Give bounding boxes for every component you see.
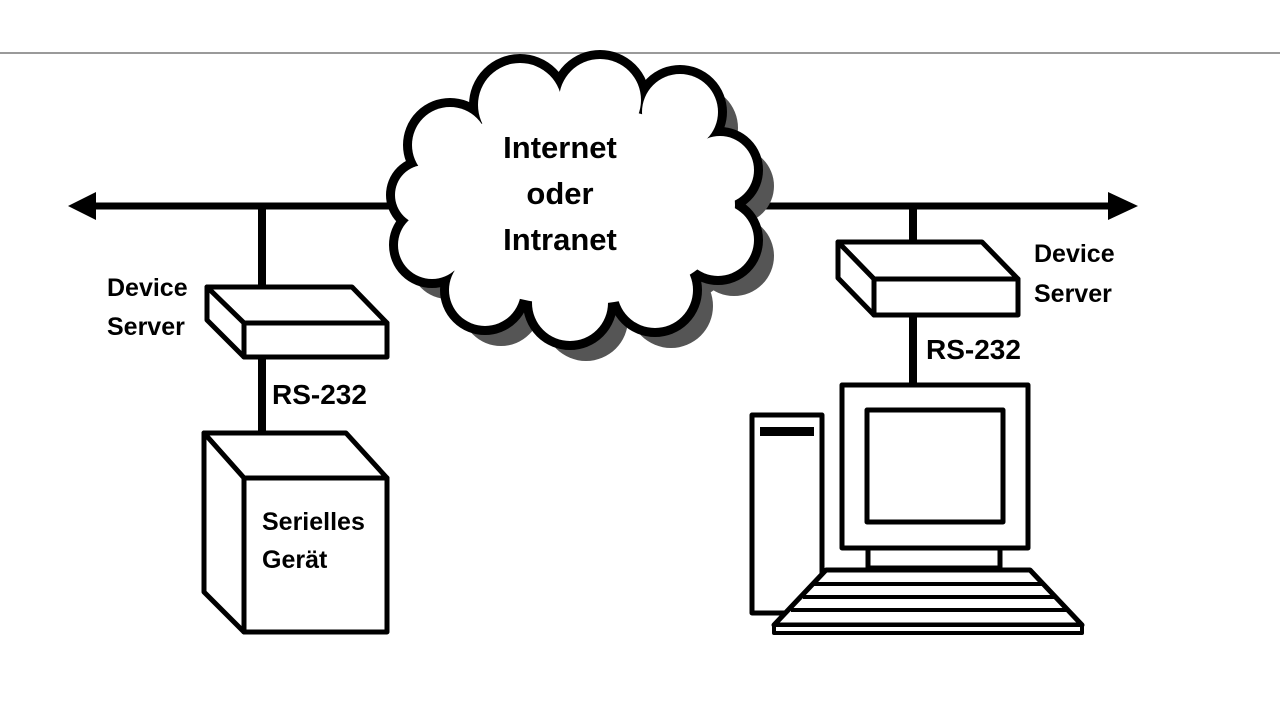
- right-server-label-line2: Server: [1034, 280, 1112, 308]
- cloud: Internet oder Intranet: [386, 50, 774, 361]
- bus-arrow-left: [68, 192, 96, 220]
- right-device-server: [835, 239, 1021, 318]
- right-rs232-label: RS-232: [926, 334, 1021, 365]
- serial-device-label-line2: Gerät: [262, 546, 328, 574]
- computer-keyboard: [771, 567, 1085, 635]
- serial-device-label-line1: Serielles: [262, 508, 365, 536]
- network-bus: [68, 192, 1138, 220]
- left-server-label-line2: Server: [107, 313, 185, 341]
- left-rs232-label: RS-232: [272, 379, 367, 410]
- cloud-label-line2: oder: [526, 176, 593, 211]
- left-device-server: [204, 284, 390, 360]
- computer-monitor: [839, 382, 1031, 571]
- bus-arrow-right: [1108, 192, 1138, 220]
- right-server-label-line1: Device: [1034, 240, 1115, 268]
- right-branch: Device Server RS-232: [749, 206, 1115, 635]
- left-branch: Device Server RS-232 Serielles Gerät: [107, 206, 390, 635]
- serial-device-cube: [201, 430, 390, 635]
- left-server-label-line1: Device: [107, 274, 188, 302]
- cloud-label-line3: Intranet: [503, 222, 617, 257]
- cloud-label-line1: Internet: [503, 130, 617, 165]
- computer: [749, 382, 1085, 635]
